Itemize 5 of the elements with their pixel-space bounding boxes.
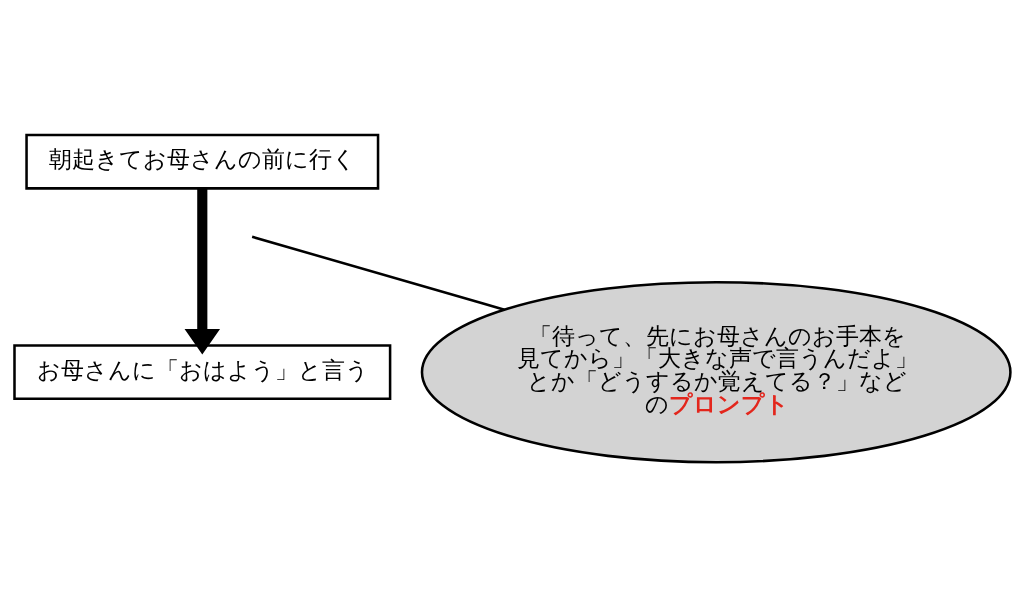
node-box: お母さんに「おはよう」と言う [12, 344, 391, 401]
connector [251, 235, 505, 311]
node-box: 朝起きてお母さんの前に行く [24, 133, 379, 190]
node-ellipse: 「待って、先にお母さんのお手本を見てから」「大きな声で言うんだよ」とか「どうするか覚えてる？」などのプロンプト [420, 280, 1012, 464]
arrow [184, 188, 220, 355]
